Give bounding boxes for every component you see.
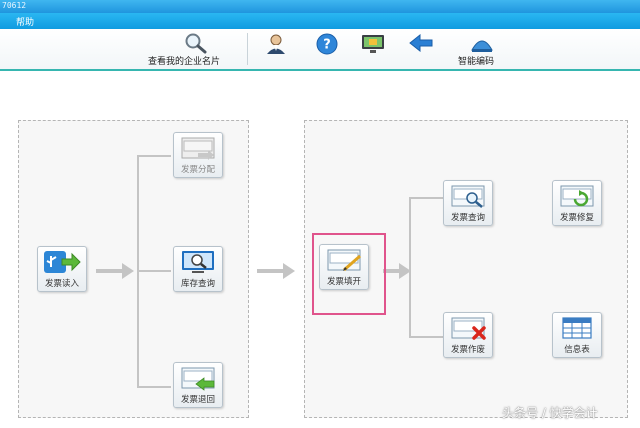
invoice-return-label: 发票退回: [180, 395, 215, 405]
table-icon: [562, 317, 592, 339]
invoice-fill-button[interactable]: 发票填开: [319, 244, 369, 290]
invoice-repair-button[interactable]: 发票修复: [552, 180, 602, 226]
left-branch-bottom: [137, 386, 171, 388]
selection-highlight: [312, 233, 386, 315]
menu-bar: 帮助: [0, 13, 640, 29]
invoice-return-button[interactable]: 发票退回: [173, 362, 223, 408]
window-title: 70612: [2, 1, 27, 10]
info-table-button[interactable]: 信息表: [552, 312, 602, 358]
back-arrow-icon[interactable]: [408, 34, 434, 52]
stock-query-label: 库存查询: [180, 279, 215, 289]
invoice-fill-label: 发票填开: [326, 277, 361, 287]
search-monitor-icon: [182, 251, 214, 273]
left-branch-mid: [137, 270, 171, 272]
invoice-repair-label: 发票修复: [559, 213, 594, 223]
smart-encoding-button[interactable]: 智能编码: [458, 57, 495, 67]
watermark: 头条号 / 快学会计: [502, 406, 598, 420]
smart-encoding-icon[interactable]: [470, 32, 494, 54]
between-panel-arrow: [257, 263, 295, 279]
left-flow-arrow: [96, 263, 134, 279]
right-branch-top: [409, 197, 443, 199]
invoice-repair-icon: [560, 185, 594, 207]
left-branch-top: [137, 155, 171, 157]
invoice-void-icon: [451, 317, 486, 340]
user-icon[interactable]: [264, 33, 288, 55]
title-bar: 70612: [0, 0, 640, 13]
help-icon[interactable]: ?: [315, 32, 339, 56]
stock-query-button[interactable]: 库存查询: [173, 246, 223, 292]
invoice-allocate-label: 发票分配: [180, 165, 215, 175]
monitor-icon[interactable]: [360, 33, 386, 55]
view-company-card-button[interactable]: 查看我的企业名片: [148, 57, 221, 67]
invoice-allocate-icon: [181, 137, 215, 160]
invoice-query-button[interactable]: 发票查询: [443, 180, 493, 226]
invoice-fill-icon: [327, 249, 361, 272]
right-trunk-line: [409, 197, 411, 337]
svg-text:?: ?: [323, 38, 331, 53]
invoice-void-label: 发票作废: [450, 345, 485, 355]
invoice-search-icon: [451, 185, 485, 208]
right-branch-bottom: [409, 336, 443, 338]
toolbar-separator: [247, 33, 248, 65]
menu-help[interactable]: 帮助: [16, 18, 35, 28]
right-flow-arrow: [383, 263, 411, 279]
info-table-label: 信息表: [564, 345, 590, 355]
invoice-allocate-button[interactable]: 发票分配: [173, 132, 223, 178]
invoice-void-button[interactable]: 发票作废: [443, 312, 493, 358]
invoice-return-icon: [181, 367, 215, 391]
usb-import-icon: [44, 251, 81, 273]
magnifier-icon[interactable]: [183, 32, 209, 54]
invoice-query-label: 发票查询: [450, 213, 485, 223]
invoice-read-label: 发票读入: [44, 279, 79, 289]
toolbar: 查看我的企业名片 ? 智能编码: [0, 29, 640, 71]
invoice-read-button[interactable]: 发票读入: [37, 246, 87, 292]
